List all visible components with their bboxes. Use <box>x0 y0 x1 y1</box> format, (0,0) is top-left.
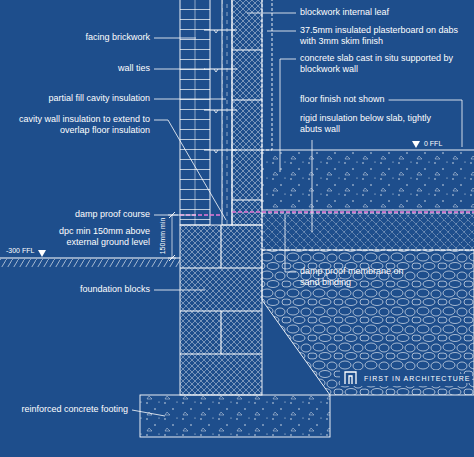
level-marker <box>412 141 420 148</box>
dimension-line <box>168 215 178 258</box>
callout-label: cavity wall insulation to extend to over… <box>4 114 150 136</box>
leader-line <box>154 38 196 39</box>
callout-label: 37.5mm insulated plasterboard on dabs wi… <box>300 25 470 47</box>
damp-proof-membrane <box>232 211 474 213</box>
callout-label: damp proof membrane on sand binding <box>300 266 410 288</box>
plasterboard <box>262 0 272 150</box>
rigid-insulation <box>262 213 474 250</box>
leader-line <box>132 410 165 416</box>
ground-line <box>0 257 180 258</box>
logo-icon <box>345 372 356 384</box>
concrete-slab <box>262 150 474 210</box>
ground-hatch <box>0 259 180 267</box>
leader-line <box>247 13 296 14</box>
leader-line <box>154 215 196 216</box>
block-joints <box>180 225 262 354</box>
cavity-insulation <box>222 0 232 225</box>
level-marker <box>38 250 46 257</box>
callout-label: blockwork internal leaf <box>300 7 470 18</box>
leader-line <box>267 31 296 32</box>
dimension-tick <box>169 212 175 261</box>
callout-label: damp proof course <box>4 209 150 220</box>
callout-label: foundation blocks <box>4 284 150 295</box>
callout-label: floor finish not shown <box>300 94 385 105</box>
leader-line <box>389 100 462 147</box>
leader-line <box>285 214 296 272</box>
leader-line <box>154 69 205 70</box>
leader-line <box>280 59 296 172</box>
wall-tie <box>204 30 237 150</box>
callout-label: reinforced concrete footing <box>18 404 128 415</box>
blockwork-inner-leaf <box>232 0 262 225</box>
callout-label: 0 FFL <box>424 139 442 148</box>
leader-line <box>154 99 226 100</box>
callout-label: wall ties <box>4 63 150 74</box>
callout-label: partial fill cavity insulation <box>4 93 150 104</box>
line-work <box>0 0 474 437</box>
callout-label: 150mm min <box>158 218 167 255</box>
watermark: FIRST IN ARCHITECTURE <box>362 374 472 383</box>
foundation-blocks <box>180 225 262 395</box>
callout-label: -300 FFL <box>6 246 34 255</box>
callout-label: rigid insulation below slab, tightly abu… <box>300 113 450 135</box>
facing-brickwork <box>180 0 210 225</box>
wall-tie-drip <box>214 30 218 153</box>
concrete-footing <box>140 395 330 437</box>
leader-line <box>154 120 226 220</box>
inner-leaf-joints <box>232 50 262 200</box>
leader-line <box>154 290 205 291</box>
callout-label: dpc min 150mm above external ground leve… <box>30 226 150 248</box>
callout-label: concrete slab cast in situ supported by … <box>300 53 470 75</box>
callout-label: facing brickwork <box>4 32 150 43</box>
leader-line <box>312 140 313 232</box>
